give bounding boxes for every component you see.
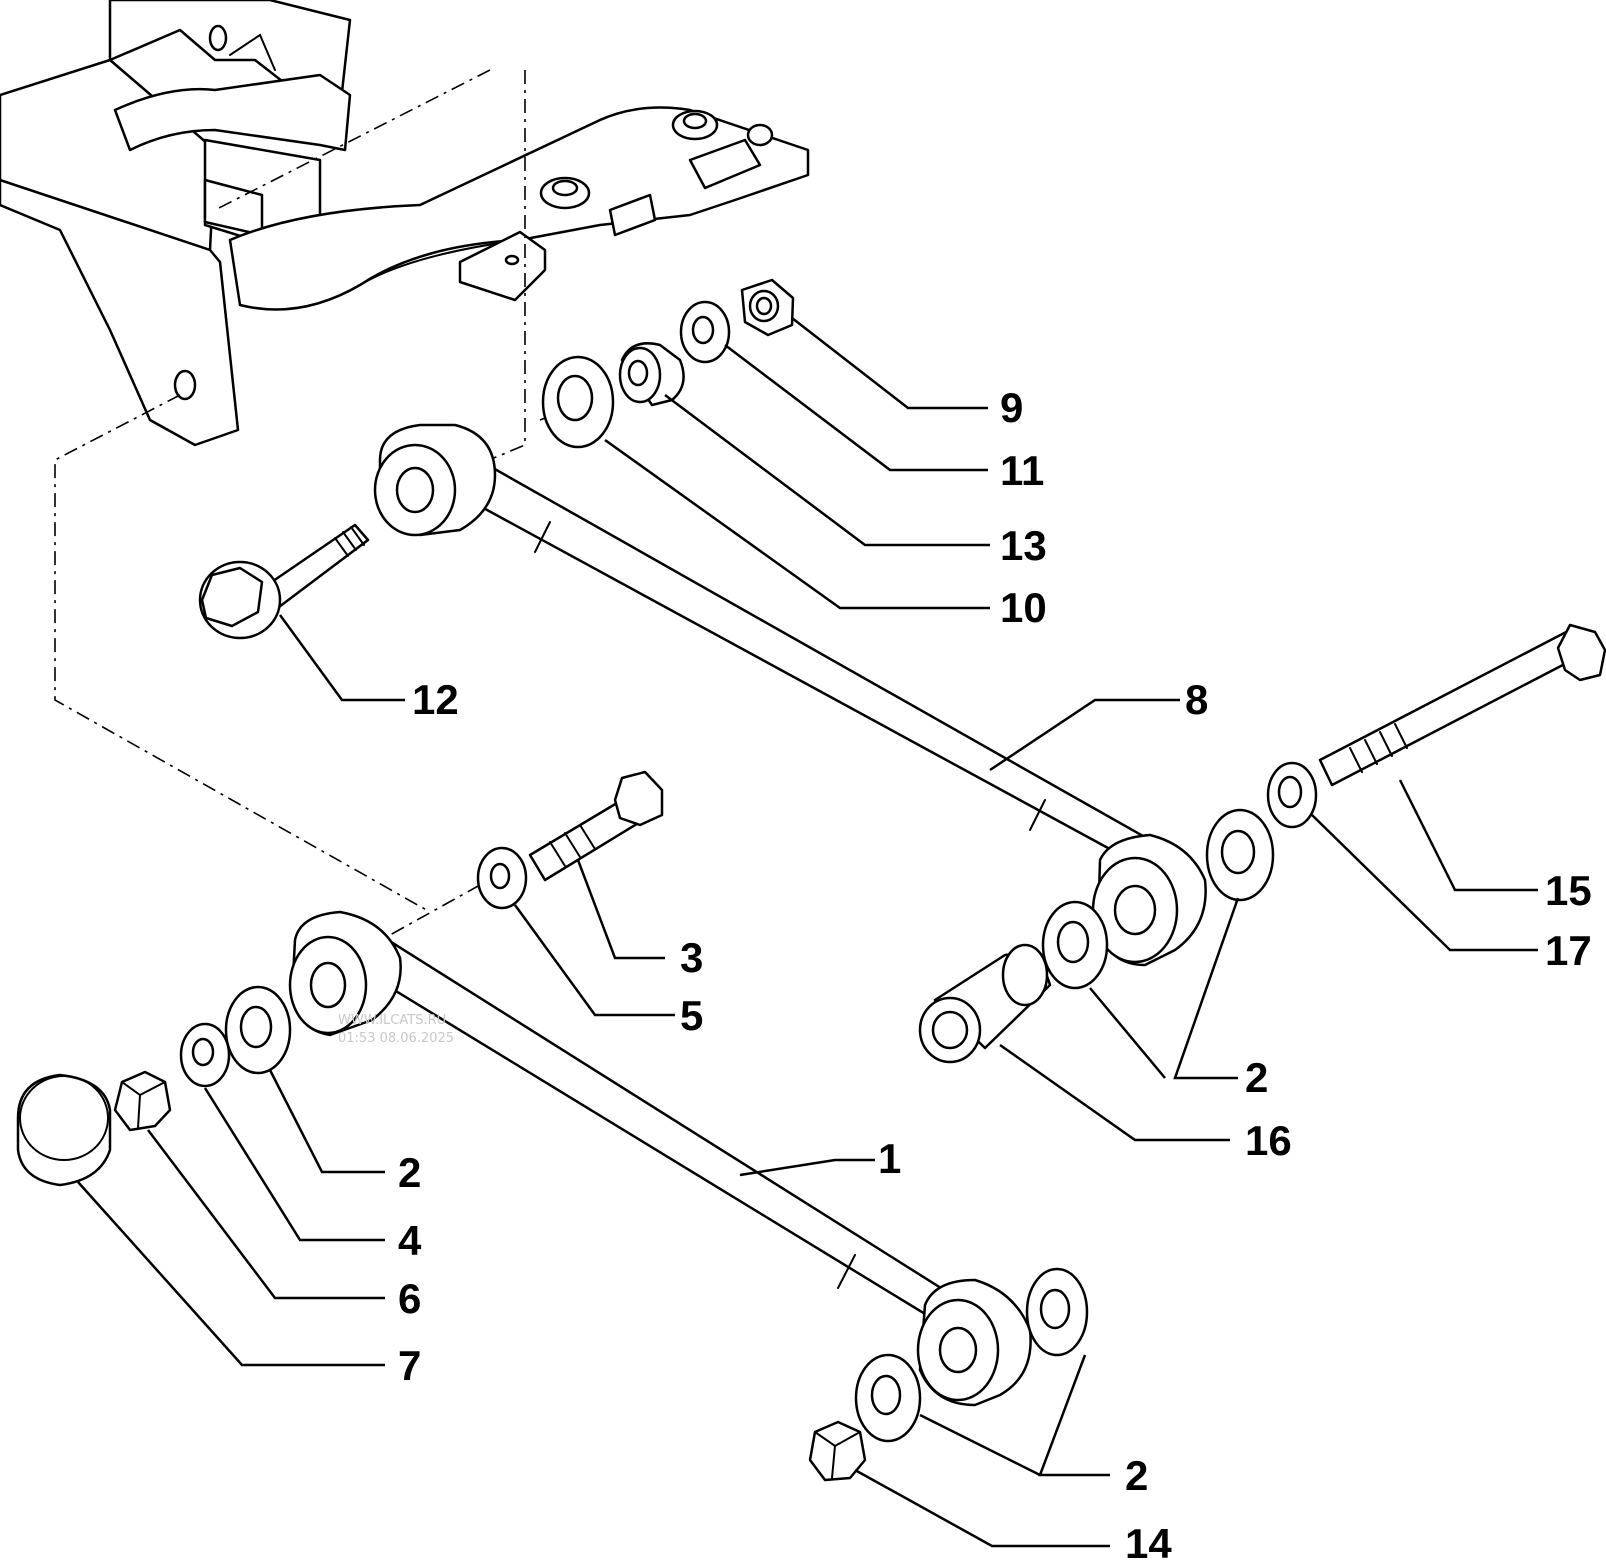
callout-11: 11: [1000, 447, 1044, 494]
callout-13: 13: [1000, 522, 1047, 569]
callout-2-upper-right: 2: [1245, 1054, 1268, 1101]
vehicle-frame: [0, 0, 810, 447]
watermark-site: WWW.ILCATS.RU: [338, 1013, 446, 1028]
callout-9: 9: [1000, 384, 1023, 431]
callout-14: 14: [1125, 1520, 1172, 1560]
upper-link-arm: [373, 423, 1207, 967]
watermark-timestamp: 01:53 08.06.2025: [338, 1031, 454, 1046]
callout-5: 5: [680, 992, 703, 1039]
watermark: WWW.ILCATS.RU 01:53 08.06.2025: [338, 1013, 454, 1046]
callout-7: 7: [398, 1342, 421, 1389]
callout-10: 10: [1000, 584, 1047, 631]
callout-17: 17: [1545, 927, 1592, 974]
callout-6: 6: [398, 1275, 421, 1322]
callout-8: 8: [1185, 676, 1208, 723]
callout-3: 3: [680, 934, 703, 981]
upper-fasteners: [198, 278, 1606, 1064]
callout-1: 1: [878, 1135, 901, 1182]
callout-16: 16: [1245, 1117, 1292, 1164]
lower-link-arm: [288, 910, 1032, 1407]
callout-2-left: 2: [398, 1149, 421, 1196]
callout-2-lower-right: 2: [1125, 1452, 1148, 1499]
callout-12: 12: [412, 676, 459, 723]
callout-4: 4: [398, 1217, 422, 1264]
leader-lines: [77, 317, 1538, 1548]
callout-15: 15: [1545, 867, 1592, 914]
lower-fasteners: [16, 985, 1089, 1482]
callout-labels: 9 11 13 10 12 8 15 17 3 5 2 16 1 2 4 6 7…: [398, 384, 1592, 1560]
